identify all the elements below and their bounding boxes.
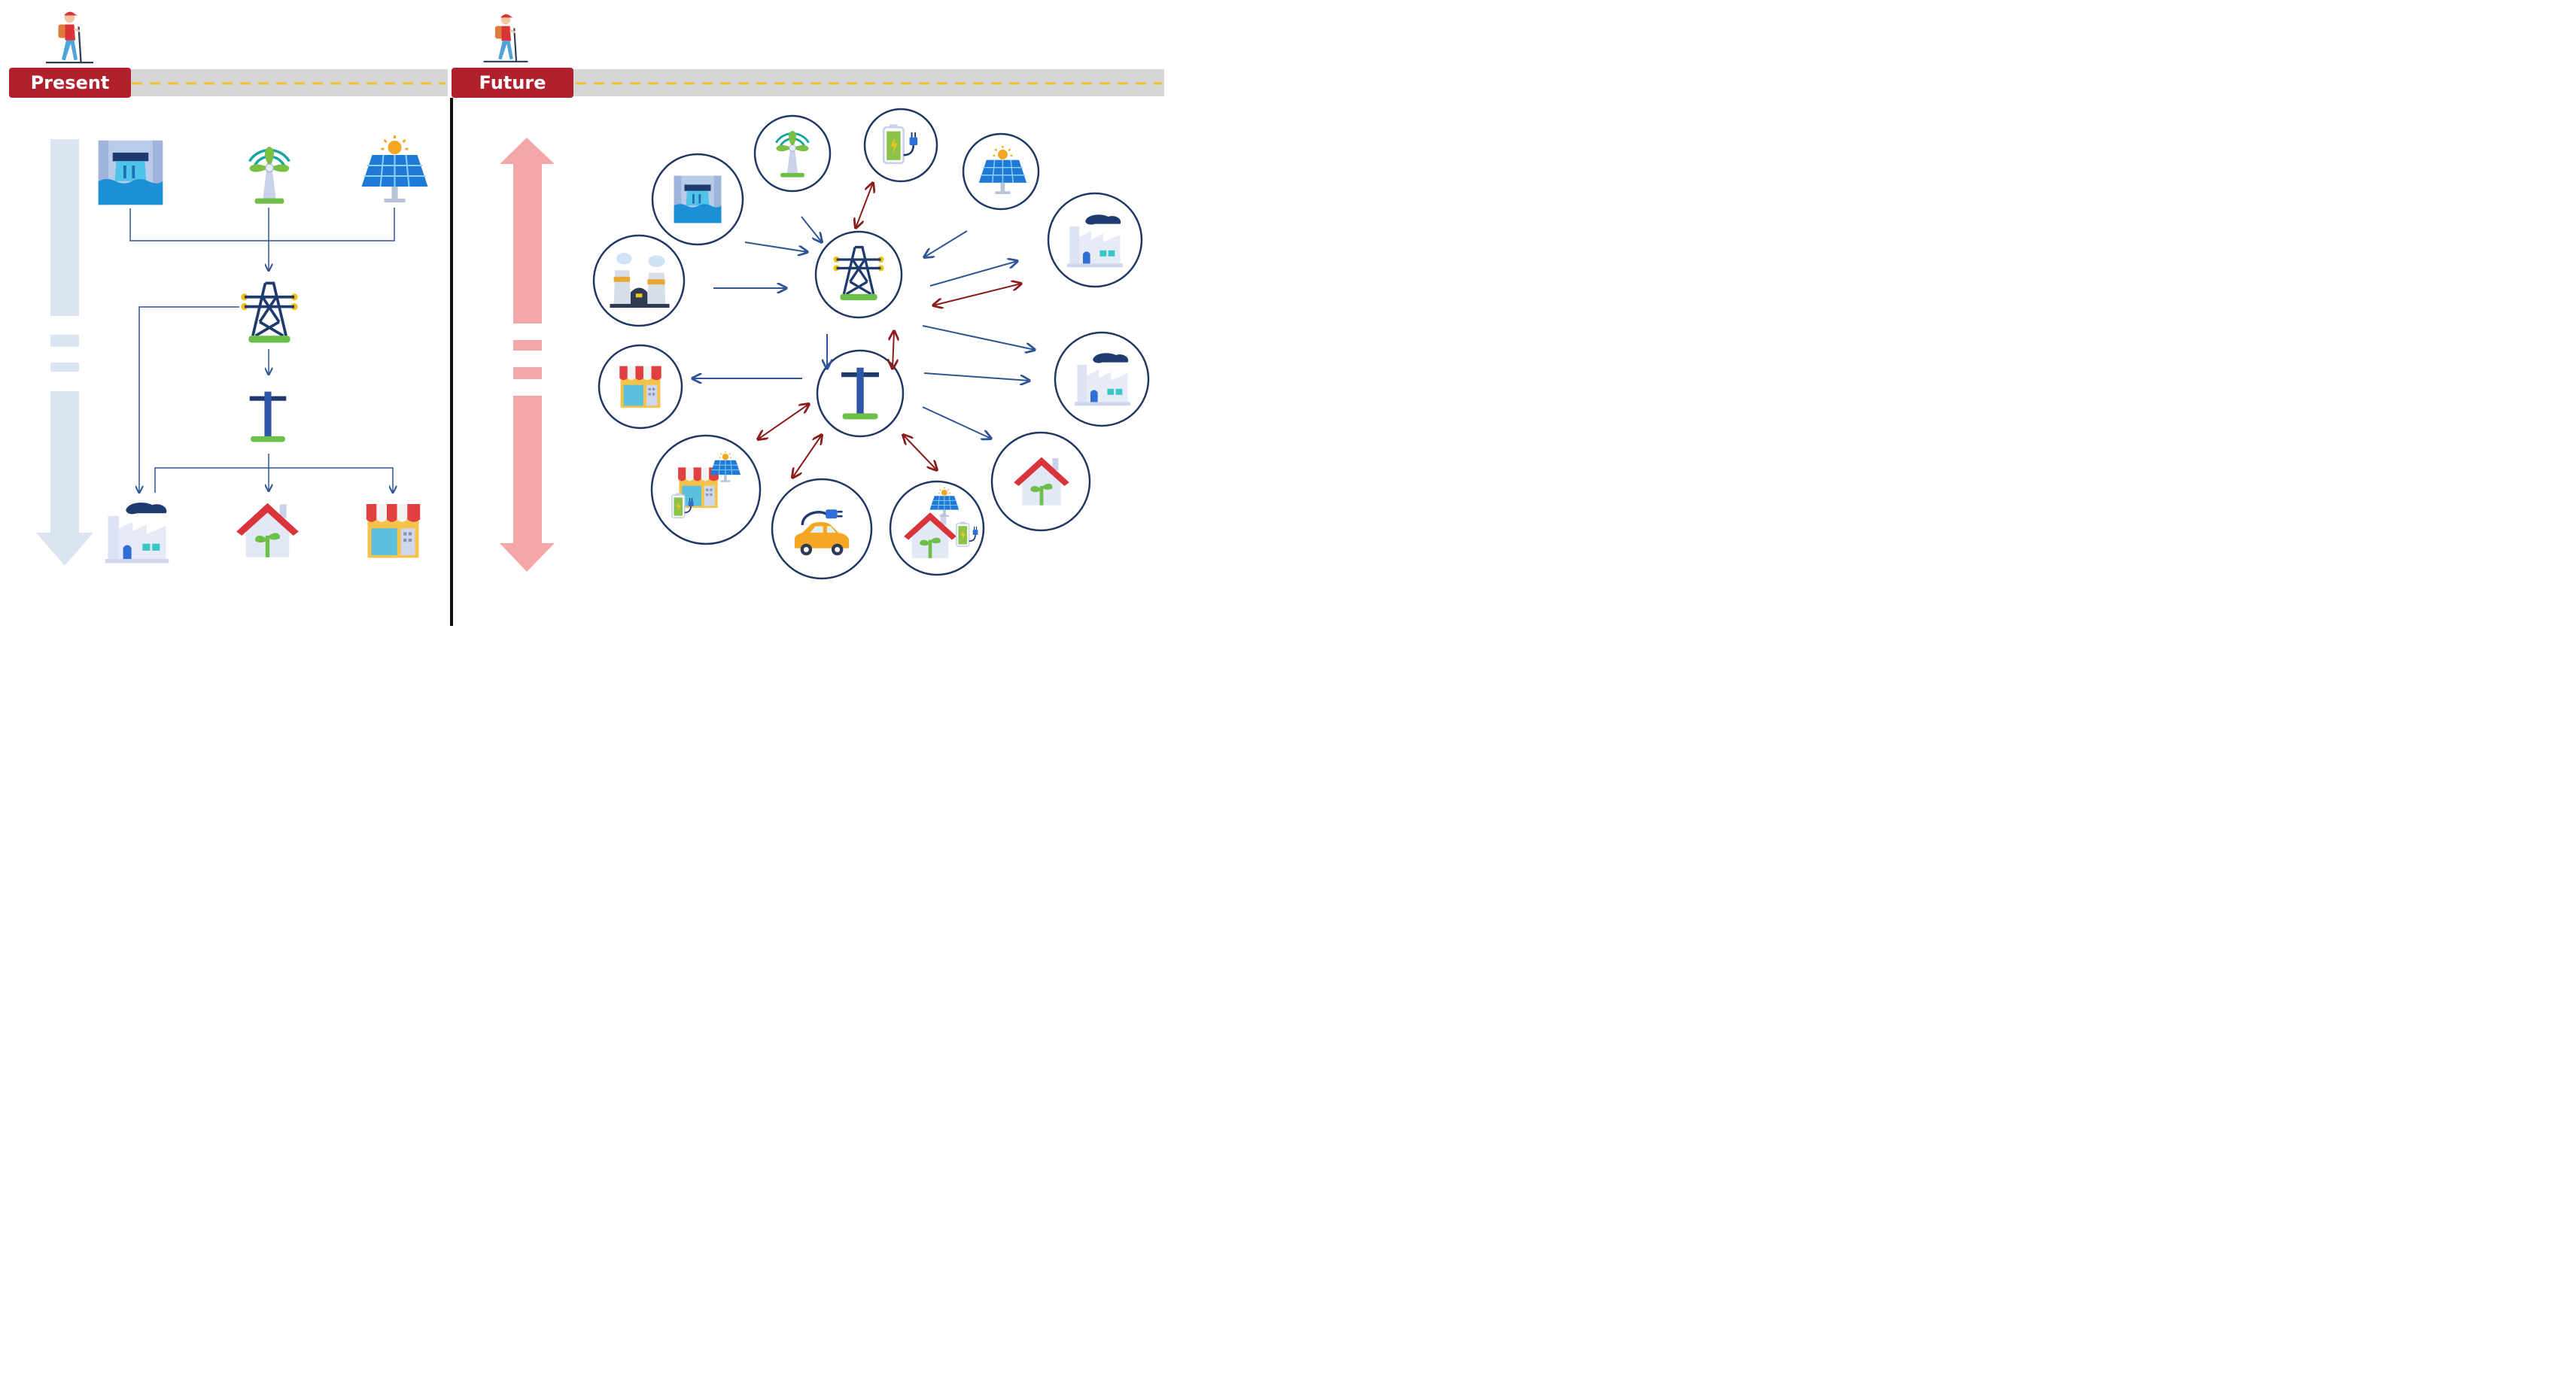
transmission-tower-icon [239,281,300,345]
timeline-road [128,69,1164,96]
hydro-dam-icon [98,140,163,205]
future-bidirectional-arrows [758,183,1021,478]
hydro-dam-icon [674,175,722,223]
hiker-icon [482,13,529,64]
shop-icon [619,366,661,408]
future-badge: Future [452,68,573,98]
solar-panel-icon [360,134,430,204]
hiker-icon [44,11,95,65]
utility-pole-icon [249,391,287,442]
present-direction-arrow [36,139,93,566]
present-label: Present [31,72,110,93]
present-badge: Present [9,68,131,98]
future-direction-arrow [500,138,555,572]
wind-turbine-icon [248,145,291,205]
future-label: Future [479,72,546,93]
factory-icon [105,503,169,563]
house-icon [236,503,299,557]
shop-icon [366,504,421,558]
present-flow-lines [129,208,394,493]
future-flow-arrows [692,216,1035,439]
energy-grid-diagram: Present Future [9,11,1164,626]
